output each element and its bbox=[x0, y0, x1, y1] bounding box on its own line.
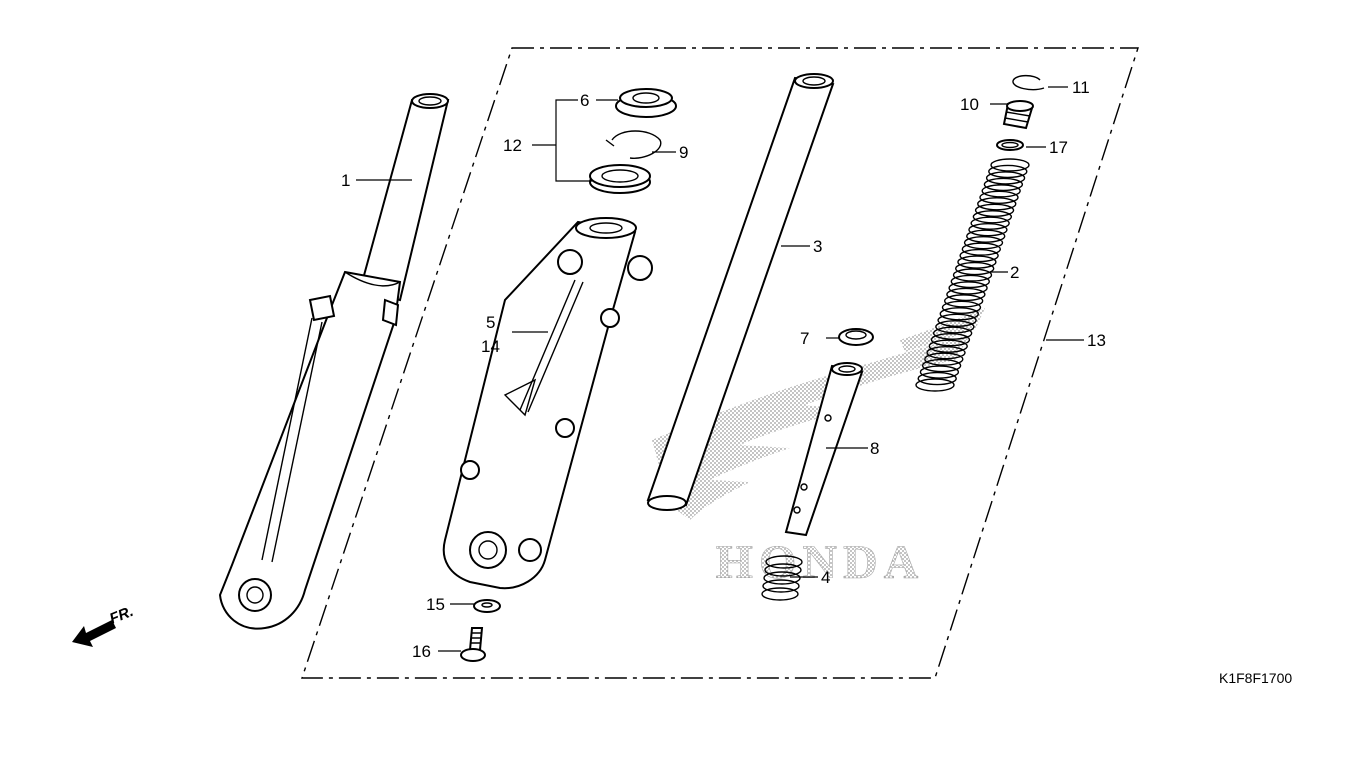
part-4-rebound-spring bbox=[761, 555, 803, 601]
callout-8: 8 bbox=[870, 439, 879, 458]
callout-11: 11 bbox=[1072, 78, 1090, 97]
front-direction-label: FR. bbox=[107, 603, 136, 628]
front-arrow-icon bbox=[72, 620, 116, 647]
callout-6: 6 bbox=[580, 91, 589, 110]
callout-15: 15 bbox=[426, 595, 445, 614]
callout-labels: 1 2 3 4 5 6 7 8 9 10 11 12 13 14 15 16 1… bbox=[341, 78, 1106, 661]
part-6-dust-seal bbox=[615, 88, 677, 118]
callout-12: 12 bbox=[503, 136, 522, 155]
callout-16: 16 bbox=[412, 642, 431, 661]
callout-1: 1 bbox=[341, 171, 350, 190]
part-15-washer bbox=[473, 599, 501, 613]
part-8-fork-piston bbox=[784, 362, 864, 537]
part-1-front-fork-assembly bbox=[218, 93, 450, 630]
callout-3: 3 bbox=[813, 237, 822, 256]
part-10-fork-bolt bbox=[1002, 100, 1034, 130]
callout-13: 13 bbox=[1087, 331, 1106, 350]
front-direction-arrow: FR. bbox=[72, 603, 136, 647]
leader-lines bbox=[356, 86, 1084, 652]
part-9-stopper-ring bbox=[605, 130, 662, 159]
callout-14: 14 bbox=[481, 337, 500, 356]
kit-boundary-frame bbox=[301, 47, 1139, 679]
part-7-piston-ring bbox=[838, 328, 874, 346]
diagram-code: K1F8F1700 bbox=[1219, 670, 1292, 686]
callout-17: 17 bbox=[1049, 138, 1068, 157]
part-3-fork-pipe bbox=[646, 73, 835, 511]
part-12-oil-seal bbox=[589, 164, 651, 194]
callout-5: 5 bbox=[486, 313, 495, 332]
part-2-fork-spring bbox=[915, 158, 1030, 392]
callout-10: 10 bbox=[960, 95, 979, 114]
honda-watermark-text: HONDA bbox=[716, 536, 925, 589]
part-16-socket-bolt bbox=[460, 627, 486, 662]
callout-2: 2 bbox=[1010, 263, 1019, 282]
callout-7: 7 bbox=[800, 329, 809, 348]
callout-4: 4 bbox=[821, 568, 830, 587]
part-11-circlip bbox=[1012, 74, 1045, 91]
part-5-fork-case bbox=[442, 217, 653, 590]
part-17-o-ring bbox=[996, 139, 1024, 151]
callout-9: 9 bbox=[679, 143, 688, 162]
